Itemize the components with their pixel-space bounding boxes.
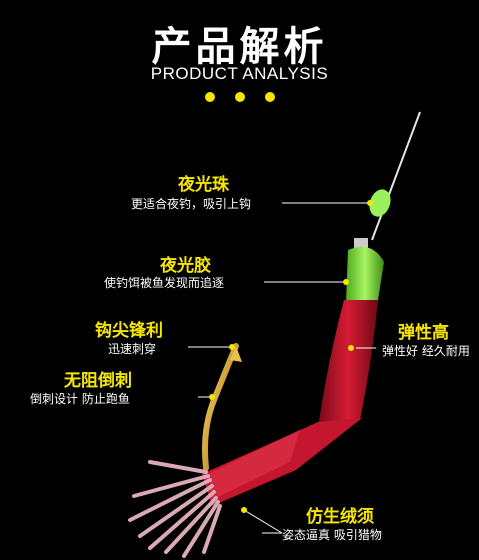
glow-bead-desc: 更适合夜钓，吸引上钩 (131, 197, 252, 211)
hook (202, 343, 239, 471)
barbless-desc: 倒刺设计 防止跑鱼 (30, 392, 130, 406)
elastic-title: 弹性高 (398, 323, 449, 343)
glow-glue (346, 246, 384, 307)
elastic-body (318, 300, 378, 429)
bionic-fringe-desc: 姿态逼真 吸引猎物 (282, 528, 382, 542)
barbless-title: 无阻倒刺 (64, 371, 132, 391)
glow-bead (369, 189, 391, 217)
callout-dots (209, 200, 373, 513)
decorative-dots (0, 92, 479, 102)
dot-icon (204, 92, 215, 102)
page-title: 产品解析 (151, 24, 328, 70)
glow-glue-title: 夜光胶 (160, 256, 211, 276)
dot-icon (264, 92, 275, 102)
sharp-hook-title: 钩尖锋利 (95, 321, 163, 341)
elastic-desc: 弹性好 经久耐用 (382, 344, 470, 358)
hook-barb (230, 346, 242, 362)
sharp-hook-desc: 迅速刺穿 (108, 342, 157, 356)
glow-glue-desc: 使钓饵被鱼发现而追逐 (104, 276, 225, 290)
glow-bead-title: 夜光珠 (178, 175, 229, 195)
dot-icon (234, 92, 245, 102)
bionic-fringe (128, 460, 222, 558)
bionic-fringe-title: 仿生绒须 (306, 507, 374, 527)
leader-line (371, 111, 421, 241)
page-subtitle: PRODUCT ANALYSIS (150, 64, 329, 83)
